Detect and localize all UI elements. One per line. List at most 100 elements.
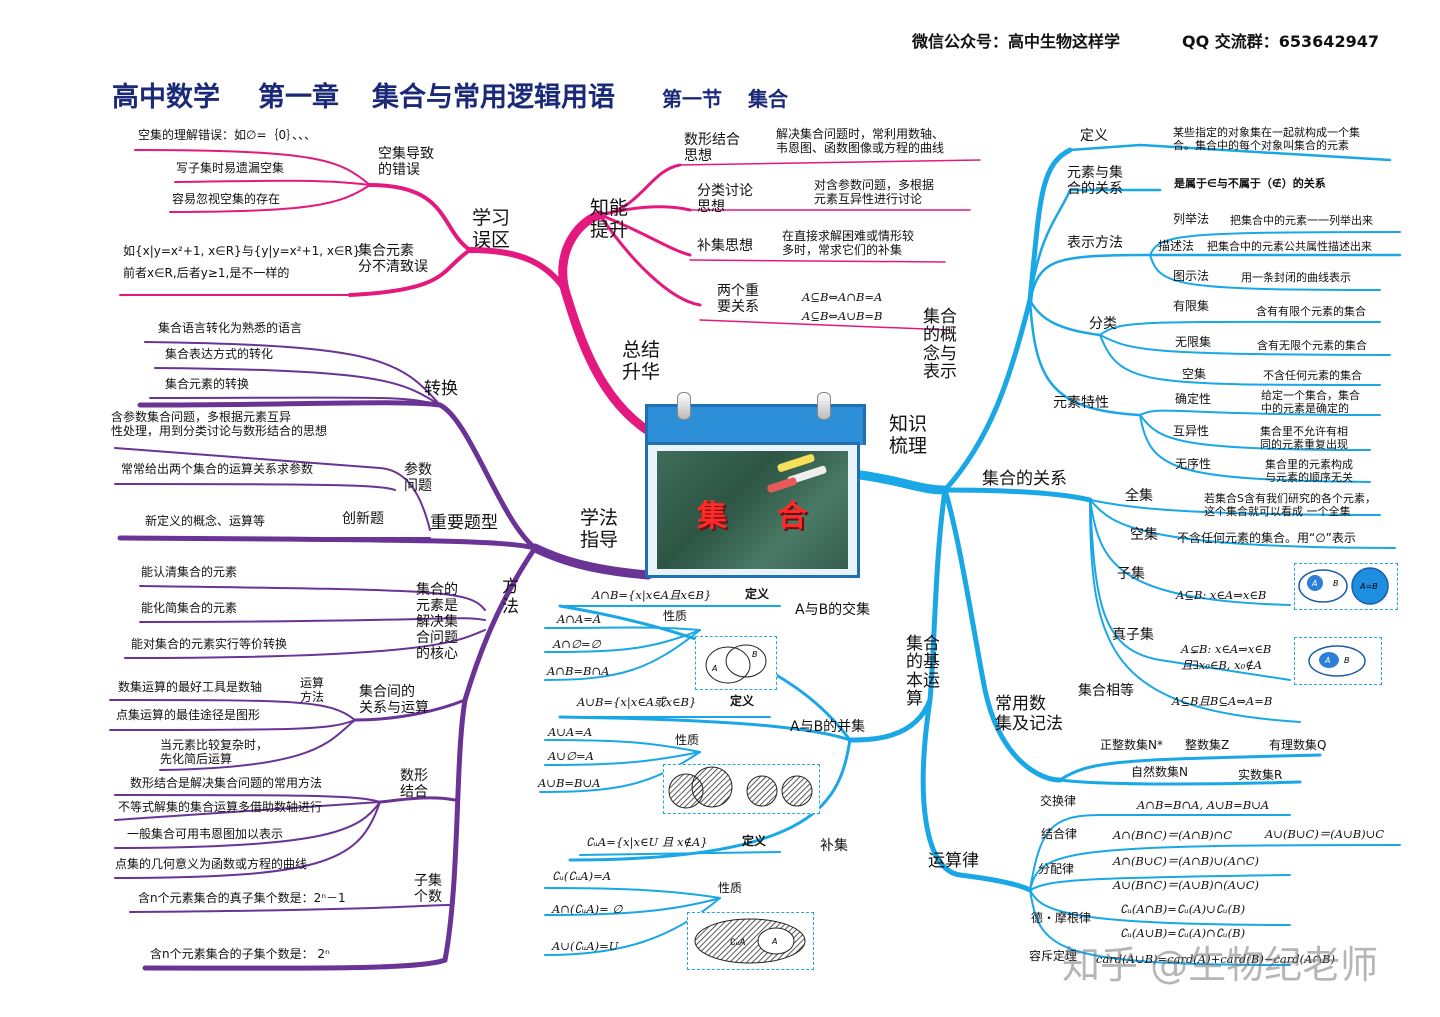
shuxing-4: 点集的几何意义为函数或方程的曲线 <box>115 857 308 871</box>
relation-2: A⊆B⇔A∪B=B <box>802 309 883 323</box>
liejufa: 列举法 <box>1173 212 1210 226</box>
title-chapter-name: 集合与常用逻辑用语 <box>372 82 615 113</box>
buji-def: ∁ᵤA={x|x∈U 且 x∉A} <box>586 835 708 849</box>
proper-a-label: A <box>1324 656 1330 665</box>
ziji-count-1: 含n个元素集合的真子集个数是：2ⁿ－1 <box>138 891 346 905</box>
venn-a-label: A <box>711 664 717 673</box>
law-associative-desc-2: A∪(B∪C)＝(A∪B)∪C <box>1265 827 1385 841</box>
zhenziji-desc-2: 且∃x₀∈B, x₀∉A <box>1181 658 1263 672</box>
node-element-confuse: 集合元素 分不清致误 <box>358 243 428 276</box>
node-gainian: 集合 的概 念与 表示 <box>923 307 957 383</box>
miaoshufa: 描述法 <box>1158 239 1195 253</box>
huyixing-desc: 集合里不允许有相 同的元素重复出现 <box>1260 425 1348 451</box>
venn-subset-diagram: A B A=B <box>1298 567 1389 605</box>
hexin-1: 能认清集合的元素 <box>141 565 238 579</box>
relation-1: A⊆B⇔A∩B=A <box>802 290 883 304</box>
law-demorgan-desc-2: ∁ᵤ(A∪B)=∁ᵤ(A)∩∁ᵤ(B) <box>1120 926 1246 940</box>
law-distributive-desc-1: A∩(B∪C)＝(A∩B)∪(A∩C) <box>1113 854 1260 868</box>
law-distributive: 分配律 <box>1038 862 1075 876</box>
venn-proper-subset-box: A B <box>1294 637 1382 685</box>
node-zhishi: 知识 梳理 <box>889 413 928 457</box>
node-buji: 补集 <box>820 838 848 854</box>
venn-complement-diagram: ∁ᵤA A <box>694 918 806 964</box>
tushifa: 图示法 <box>1173 269 1210 283</box>
empty-error-3: 容易忽视空集的存在 <box>172 192 281 206</box>
node-biaoshi: 表示方法 <box>1067 235 1123 251</box>
buji-def-label: 定义 <box>742 834 767 848</box>
jiaoji-def-label: 定义 <box>745 587 770 601</box>
node-bingji: A与B的并集 <box>790 719 866 735</box>
wuxianji-desc: 含有无限个元素的集合 <box>1257 339 1367 352</box>
title-chapter: 第一章 <box>258 82 339 113</box>
node-dingyi: 定义 <box>1080 128 1108 144</box>
bingji-def: A∪B={x|x∈A或x∈B} <box>577 695 697 709</box>
node-jihe-guanxi: 集合的关系 <box>982 469 1067 489</box>
buji-desc: 在直接求解困难或情形较 多时，常求它们的补集 <box>782 229 915 257</box>
wechat-account: 微信公众号：高中生物这样学 <box>912 32 1121 51</box>
set-positive-integers: 正整数集N* <box>1100 738 1163 752</box>
set-reals: 实数集R <box>1238 768 1283 782</box>
tushifa-desc: 用一条封闭的曲线表示 <box>1241 271 1351 284</box>
zhuanhuan-2: 集合表达方式的转化 <box>165 347 274 361</box>
qq-group: QQ 交流群：653642947 <box>1182 32 1379 51</box>
law-inclusion-exclusion-desc: card(A∪B)=card(A)+card(B)−card(A∩B) <box>1096 952 1335 966</box>
center-label-ji: 集 <box>697 499 727 534</box>
subset-a-label: A <box>1311 579 1317 588</box>
title-topic: 集合 <box>748 87 788 111</box>
title-subject: 高中数学 <box>112 82 220 113</box>
node-hexin: 集合的 元素是 解决集 合问题 的核心 <box>416 582 458 663</box>
bingji-def-label: 定义 <box>730 694 755 708</box>
law-associative: 结合律 <box>1041 827 1078 841</box>
node-liangge: 两个重 要关系 <box>717 283 759 316</box>
set-naturals: 自然数集N <box>1131 765 1188 779</box>
node-shuxing-jiehe: 数形 结合 <box>400 768 428 801</box>
venn-complement-box: ∁ᵤA A <box>687 912 814 970</box>
shuxing-desc: 解决集合问题时，常利用数轴、 韦恩图、函数图像或方程的曲线 <box>776 127 945 155</box>
node-fangfa: 方 法 <box>502 577 519 617</box>
element-example-2: 前者x∈R,后者y≥1,是不一样的 <box>123 266 290 280</box>
node-fenlei-blue: 分类 <box>1089 316 1117 332</box>
youxianji-desc: 含有有限个元素的集合 <box>1256 305 1366 318</box>
jiaoji-prop-label: 性质 <box>663 609 688 623</box>
node-quanji: 全集 <box>1125 488 1153 504</box>
kongji-guanxi-desc: 不含任何元素的集合。用“∅”表示 <box>1177 531 1356 545</box>
node-zhongyao: 重要题型 <box>430 513 498 533</box>
yunsuan-2: 点集运算的最佳途径是图形 <box>116 708 261 722</box>
venn-cua-label: ∁ᵤA <box>730 938 746 948</box>
subset-aeqb-label: A=B <box>1359 582 1378 591</box>
fenlei-desc: 对含参数问题，多根据 元素互异性进行讨论 <box>814 178 935 206</box>
youxianji: 有限集 <box>1173 299 1210 313</box>
venn-intersection-box: A B <box>695 636 777 690</box>
venn-union-diagram <box>668 766 813 809</box>
zhuanhuan-1: 集合语言转化为熟悉的语言 <box>158 321 303 335</box>
node-jiaoji: A与B的交集 <box>795 602 871 618</box>
venn-intersection-diagram: A B <box>705 644 767 684</box>
law-associative-desc-1: A∩(B∩C)＝(A∩B)∩C <box>1113 828 1233 842</box>
node-canshu: 参数 问题 <box>404 462 432 495</box>
law-demorgan: 德・摩根律 <box>1031 911 1092 925</box>
node-summary: 总结 升华 <box>622 339 661 383</box>
node-jiben-yunsuan: 集合 的基 本运 算 <box>906 634 940 710</box>
buji-prop-3: A∪(∁ᵤA)=U <box>552 939 619 953</box>
center-label-he: 合 <box>777 499 807 534</box>
ziji-desc: A⊆B: x∈A⇒x∈B <box>1176 588 1267 602</box>
node-kongji-guanxi: 空集 <box>1130 527 1158 543</box>
zhenziji-desc-1: A⊊B: x∈A⇒x∈B <box>1181 642 1272 656</box>
miaoshufa-desc: 把集合中的元素公共属性描述出来 <box>1207 240 1372 253</box>
yunsuan-1: 数集运算的最好工具是数轴 <box>118 680 263 694</box>
venn-b-label: B <box>752 650 758 659</box>
venn-proper-subset-diagram: A B <box>1308 645 1366 677</box>
shuxing-3: 一般集合可用韦恩图加以表示 <box>127 827 284 841</box>
bingji-prop-2: A∪∅=A <box>548 749 594 763</box>
node-yunsuanlv: 运算律 <box>928 851 979 871</box>
buji-prop-label: 性质 <box>718 881 743 895</box>
node-yuansu-guanxi: 元素与集 合的关系 <box>1067 165 1123 198</box>
quanji-desc: 若集合S含有我们研究的各个元素， 这个集合就可以看成 一个全集 <box>1204 492 1376 518</box>
node-guanxi-yunsuan: 集合间的 关系与运算 <box>359 684 429 717</box>
yunsuan-3: 当元素比较复杂时， 先化简后运算 <box>160 738 269 766</box>
node-xuefa: 学法 指导 <box>580 507 619 551</box>
jiaoji-prop-1: A∩A=A <box>557 612 602 626</box>
zhuanhuan-3: 集合元素的转换 <box>165 377 250 391</box>
venn-a-label-2: A <box>771 937 777 946</box>
node-fenlei: 分类讨论 思想 <box>697 183 753 216</box>
